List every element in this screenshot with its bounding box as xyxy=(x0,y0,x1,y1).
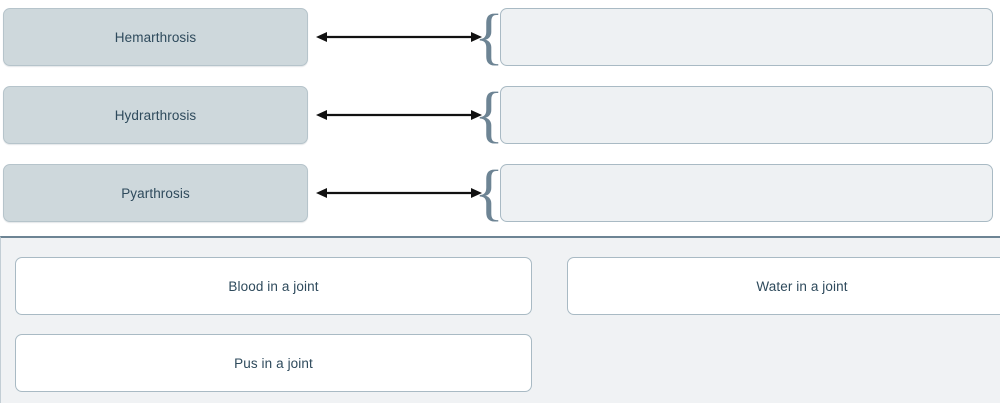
match-row: Hemarthrosis { xyxy=(0,3,1000,71)
option-card-blood-in-a-joint[interactable]: Blood in a joint xyxy=(15,257,532,315)
curly-brace-icon: { xyxy=(474,81,504,149)
double-headed-arrow-icon xyxy=(316,108,482,122)
option-card-water-in-a-joint[interactable]: Water in a joint xyxy=(567,257,1000,315)
connector xyxy=(316,8,482,66)
option-card-pus-in-a-joint[interactable]: Pus in a joint xyxy=(15,334,532,392)
connector xyxy=(316,86,482,144)
connector xyxy=(316,164,482,222)
term-card-hemarthrosis[interactable]: Hemarthrosis xyxy=(3,8,308,66)
answer-dropzone-pyarthrosis[interactable] xyxy=(500,164,993,222)
matching-rows-area: Hemarthrosis { Hydrarthrosis xyxy=(0,3,1000,227)
curly-brace-icon: { xyxy=(474,159,504,227)
match-row: Hydrarthrosis { xyxy=(0,81,1000,149)
double-headed-arrow-icon xyxy=(316,30,482,44)
match-row: Pyarthrosis { xyxy=(0,159,1000,227)
answer-dropzone-hemarthrosis[interactable] xyxy=(500,8,993,66)
answer-dropzone-hydrarthrosis[interactable] xyxy=(500,86,993,144)
term-card-pyarthrosis[interactable]: Pyarthrosis xyxy=(3,164,308,222)
double-headed-arrow-icon xyxy=(316,186,482,200)
term-card-hydrarthrosis[interactable]: Hydrarthrosis xyxy=(3,86,308,144)
answer-options-tray: Blood in a joint Pus in a joint Water in… xyxy=(0,236,1000,403)
curly-brace-icon: { xyxy=(474,3,504,71)
